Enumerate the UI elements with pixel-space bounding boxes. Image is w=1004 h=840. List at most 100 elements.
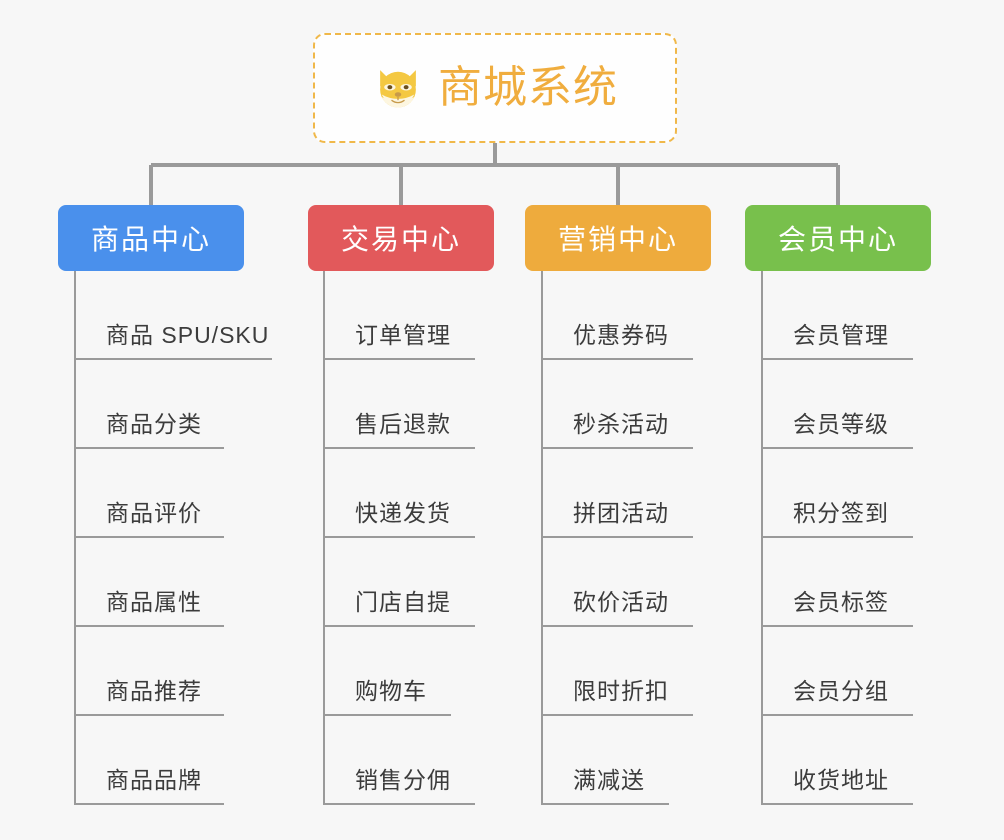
leaf-item[interactable]: 拼团活动 (541, 449, 693, 538)
leaf-underline (323, 714, 451, 716)
leaf-list: 商品 SPU/SKU 商品分类商品评价商品属性商品推荐商品品牌 (74, 271, 272, 805)
leaf-item[interactable]: 商品推荐 (74, 627, 224, 716)
leaf-label: 会员分组 (793, 678, 889, 704)
leaf-label: 优惠券码 (573, 322, 669, 348)
leaf-spine (323, 538, 325, 627)
leaf-spine (323, 449, 325, 538)
leaf-item[interactable]: 积分签到 (761, 449, 913, 538)
leaf-list: 优惠券码秒杀活动拼团活动砍价活动限时折扣满减送 (541, 271, 693, 805)
leaf-underline (761, 625, 913, 627)
leaf-underline (74, 625, 224, 627)
leaf-spine (541, 538, 543, 627)
leaf-label: 商品分类 (106, 411, 202, 437)
leaf-label: 会员等级 (793, 411, 889, 437)
leaf-item[interactable]: 秒杀活动 (541, 360, 693, 449)
leaf-item[interactable]: 会员管理 (761, 271, 913, 360)
leaf-label: 门店自提 (355, 589, 451, 615)
leaf-item[interactable]: 会员分组 (761, 627, 913, 716)
leaf-underline (74, 447, 224, 449)
leaf-item[interactable]: 订单管理 (323, 271, 475, 360)
leaf-list: 订单管理售后退款快递发货门店自提购物车销售分佣 (323, 271, 475, 805)
leaf-label: 商品推荐 (106, 678, 202, 704)
leaf-item[interactable]: 收货地址 (761, 716, 913, 805)
leaf-underline (761, 358, 913, 360)
category-header-3[interactable]: 会员中心 (745, 205, 931, 271)
leaf-underline (541, 625, 693, 627)
leaf-label: 会员标签 (793, 589, 889, 615)
leaf-underline (74, 536, 224, 538)
category-header-2[interactable]: 营销中心 (525, 205, 711, 271)
leaf-underline (323, 536, 475, 538)
leaf-item[interactable]: 商品品牌 (74, 716, 224, 805)
leaf-item[interactable]: 售后退款 (323, 360, 475, 449)
leaf-item[interactable]: 商品分类 (74, 360, 224, 449)
leaf-spine (761, 716, 763, 805)
leaf-label: 订单管理 (355, 322, 451, 348)
leaf-spine (761, 538, 763, 627)
leaf-spine (74, 627, 76, 716)
leaf-label: 商品 SPU/SKU (106, 322, 270, 348)
leaf-label: 砍价活动 (573, 589, 669, 615)
leaf-label: 满减送 (573, 767, 645, 793)
leaf-spine (761, 627, 763, 716)
leaf-spine (323, 360, 325, 449)
leaf-spine (761, 360, 763, 449)
leaf-spine (323, 271, 325, 360)
leaf-item[interactable]: 商品评价 (74, 449, 224, 538)
leaf-list: 会员管理会员等级积分签到会员标签会员分组收货地址 (761, 271, 913, 805)
leaf-underline (541, 536, 693, 538)
leaf-label: 拼团活动 (573, 500, 669, 526)
category-header-1[interactable]: 交易中心 (308, 205, 494, 271)
leaf-underline (761, 447, 913, 449)
root-title: 商城系统 (438, 63, 618, 112)
leaf-spine (323, 627, 325, 716)
leaf-underline (74, 358, 272, 360)
leaf-underline (323, 358, 475, 360)
leaf-spine (541, 360, 543, 449)
leaf-underline (761, 803, 913, 805)
leaf-underline (761, 714, 913, 716)
leaf-item[interactable]: 满减送 (541, 716, 669, 805)
leaf-spine (541, 627, 543, 716)
leaf-item[interactable]: 商品 SPU/SKU (74, 271, 272, 360)
category-header-0[interactable]: 商品中心 (58, 205, 244, 271)
leaf-spine (74, 360, 76, 449)
leaf-spine (541, 449, 543, 538)
leaf-underline (541, 714, 693, 716)
leaf-spine (74, 271, 76, 360)
leaf-spine (323, 716, 325, 805)
leaf-item[interactable]: 优惠券码 (541, 271, 693, 360)
leaf-label: 收货地址 (793, 767, 889, 793)
leaf-label: 限时折扣 (573, 678, 669, 704)
leaf-spine (541, 271, 543, 360)
leaf-spine (761, 271, 763, 360)
leaf-spine (74, 538, 76, 627)
leaf-label: 商品属性 (106, 589, 202, 615)
leaf-item[interactable]: 限时折扣 (541, 627, 693, 716)
leaf-spine (74, 449, 76, 538)
leaf-item[interactable]: 快递发货 (323, 449, 475, 538)
leaf-item[interactable]: 门店自提 (323, 538, 475, 627)
leaf-underline (761, 536, 913, 538)
leaf-item[interactable]: 砍价活动 (541, 538, 693, 627)
root-node-shop-system[interactable]: 商城系统 (313, 33, 677, 143)
leaf-underline (541, 803, 669, 805)
leaf-item[interactable]: 购物车 (323, 627, 451, 716)
leaf-item[interactable]: 会员标签 (761, 538, 913, 627)
leaf-spine (74, 716, 76, 805)
leaf-label: 会员管理 (793, 322, 889, 348)
leaf-underline (323, 625, 475, 627)
leaf-label: 售后退款 (355, 411, 451, 437)
leaf-item[interactable]: 销售分佣 (323, 716, 475, 805)
leaf-label: 商品品牌 (106, 767, 202, 793)
leaf-label: 积分签到 (793, 500, 889, 526)
leaf-label: 秒杀活动 (573, 411, 669, 437)
leaf-item[interactable]: 商品属性 (74, 538, 224, 627)
leaf-label: 商品评价 (106, 500, 202, 526)
leaf-label: 购物车 (355, 678, 427, 704)
leaf-spine (761, 449, 763, 538)
leaf-underline (541, 358, 693, 360)
shiba-dog-face-icon (380, 70, 416, 108)
leaf-item[interactable]: 会员等级 (761, 360, 913, 449)
leaf-underline (323, 447, 475, 449)
